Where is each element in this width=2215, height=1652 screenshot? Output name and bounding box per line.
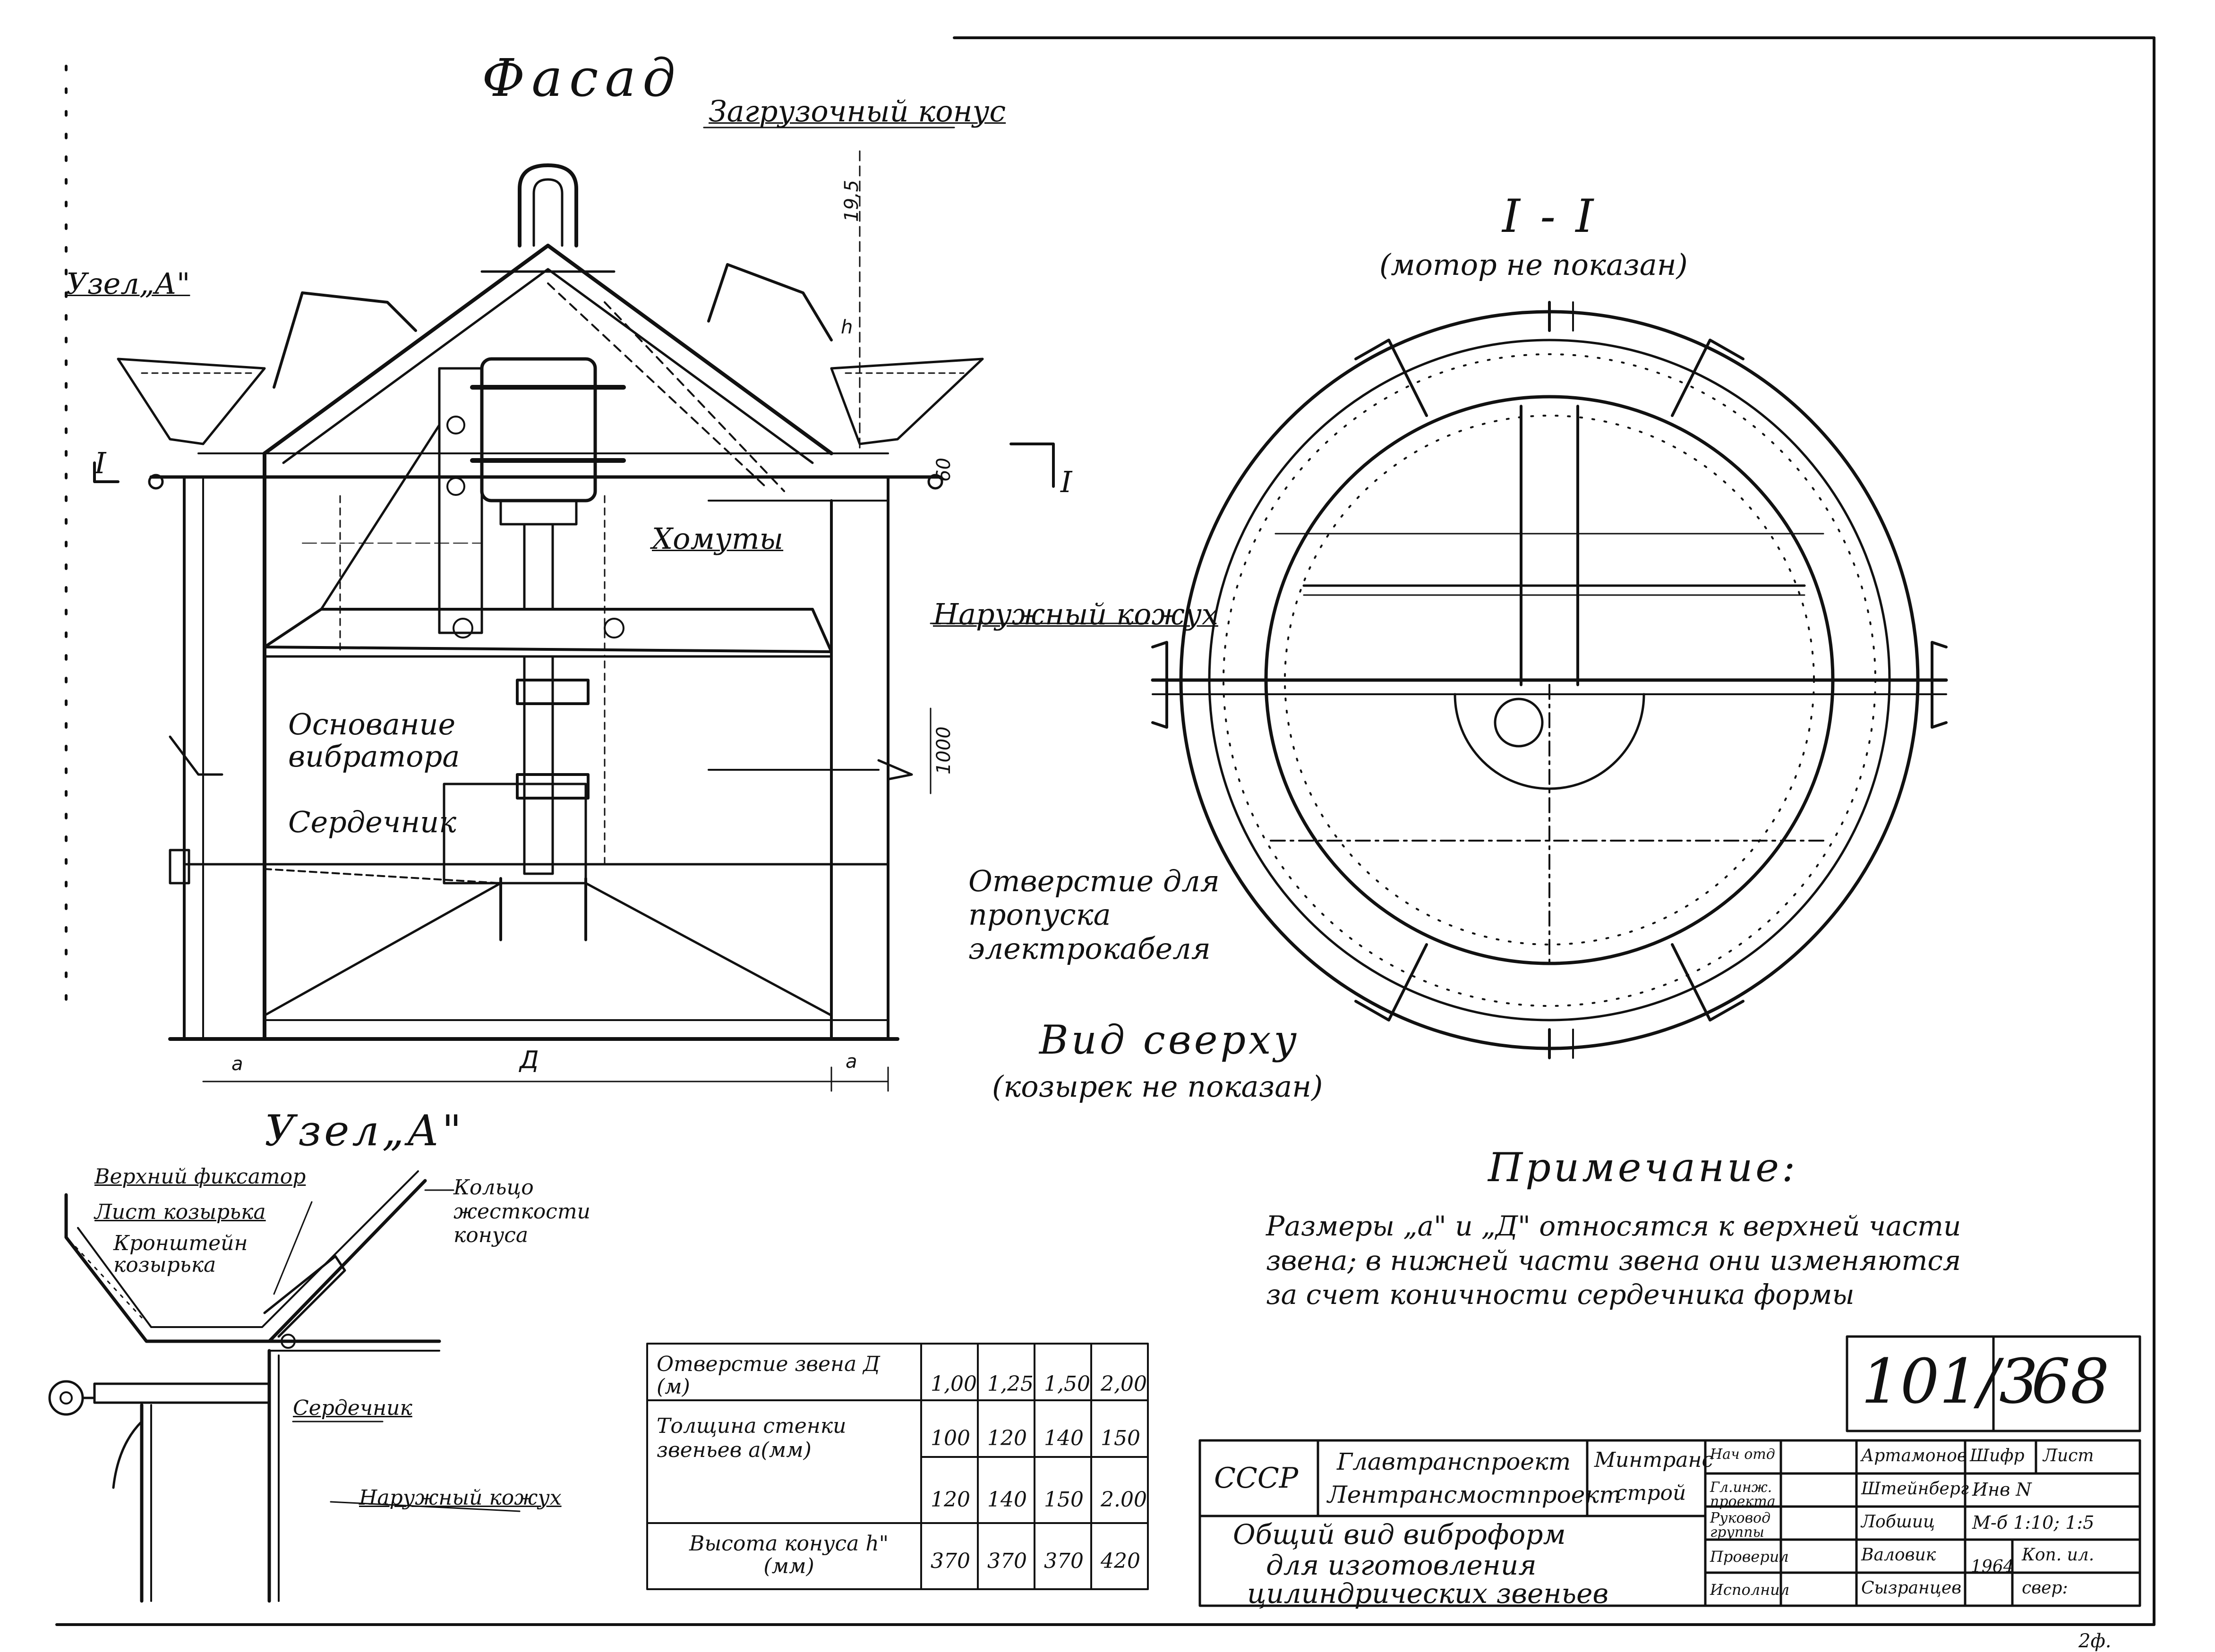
org-2: Лентрансмостпроект	[1327, 1481, 1622, 1508]
node-a-title: Узел„А"	[265, 1106, 464, 1156]
sheet-number: 68	[2031, 1345, 2110, 1417]
inv-label: Инв N	[1972, 1479, 2032, 1500]
title-block-grid	[1198, 1335, 2141, 1607]
org-1: Главтранспроект	[1337, 1448, 1571, 1475]
drawing-title-3: цилиндрических звеньев	[1247, 1577, 1609, 1609]
sheet-border	[55, 36, 2155, 1626]
param-row-label: Отверстие звена Д (м)	[657, 1352, 880, 1399]
param-cell: 370	[931, 1549, 970, 1573]
facade-title: Фасад	[482, 48, 682, 108]
param-row-label: Толщина стенки звеньев а(мм)	[657, 1414, 847, 1462]
dim-19-5: 19,5	[841, 179, 863, 222]
param-table-grid	[646, 1343, 1149, 1590]
node-a-ref-label: Узел„А"	[66, 266, 190, 301]
param-cell: 150	[1044, 1488, 1084, 1512]
section-mark-right: I	[1060, 465, 1072, 499]
node-a-stiff-ring: Кольцо жесткости конуса	[453, 1175, 590, 1248]
cipher-label: Шифр	[1970, 1446, 2025, 1465]
vibrator-base-label: Основание вибратора	[288, 707, 460, 774]
section-title: I - I	[1502, 190, 1597, 243]
dim-D: Д	[520, 1046, 539, 1074]
param-cell: 370	[987, 1549, 1027, 1573]
param-cell: 100	[931, 1426, 970, 1450]
param-cell: 140	[987, 1488, 1027, 1512]
checked-label: свер:	[2022, 1578, 2068, 1598]
section-mark-left: I	[94, 446, 106, 480]
ministry-1: Минтранс	[1594, 1448, 1714, 1472]
facade-drawing	[93, 127, 1149, 1092]
role-executed: Исполнил	[1710, 1581, 1790, 1599]
section-subtitle: (мотор не показан)	[1379, 247, 1688, 282]
dim-a-left: a	[231, 1053, 243, 1075]
param-cell: 120	[931, 1488, 970, 1512]
drawing-title-1: Общий вид виброформ	[1233, 1518, 1566, 1550]
name-4: Валовик	[1861, 1545, 1936, 1565]
param-cell: 1,50	[1044, 1372, 1090, 1396]
role-group: Руковод группы	[1710, 1510, 1771, 1541]
param-cell: 1,25	[987, 1372, 1034, 1396]
node-a-core: Сердечник	[293, 1396, 412, 1420]
name-1: Артамонов	[1861, 1446, 1967, 1465]
param-cell: 2,00	[1101, 1372, 1147, 1396]
sheet-label: Лист	[2043, 1446, 2094, 1465]
note-heading: Примечание:	[1488, 1144, 1798, 1191]
param-cell: 2.00	[1101, 1488, 1147, 1512]
node-a-visor-sheet: Лист козырька	[94, 1200, 266, 1224]
year-label: 1964	[1971, 1557, 2014, 1576]
dim-a-right: a	[846, 1051, 857, 1073]
param-row-label: Высота конуса h" (мм)	[689, 1532, 889, 1579]
name-2: Штейнберг	[1861, 1479, 1969, 1499]
top-view-title: Вид сверху	[1039, 1017, 1300, 1063]
core-label: Сердечник	[288, 805, 457, 839]
node-a-visor-bracket: Кронштейн козырька	[113, 1231, 248, 1277]
format-label: 2ф.	[2078, 1630, 2112, 1652]
country-label: СССР	[1214, 1462, 1299, 1495]
dim-60: 60	[933, 458, 955, 482]
node-a-top-fixer: Верхний фиксатор	[94, 1165, 306, 1189]
top-view-subtitle: (козырек не показан)	[992, 1069, 1323, 1104]
name-5: Сызранцев	[1861, 1578, 1962, 1598]
role-chief: Гл.инж. проекта	[1710, 1479, 1776, 1510]
param-cell: 420	[1101, 1549, 1140, 1573]
drawing-title-2: для изготовления	[1266, 1549, 1537, 1581]
ministry-2: строй	[1616, 1481, 1686, 1505]
param-cell: 120	[987, 1426, 1027, 1450]
project-number: 101/3	[1861, 1345, 2038, 1417]
param-table: Отверстие звена Д (м) 1,00 1,25 1,50 2,0…	[647, 1344, 1148, 1589]
dim-1000: 1000	[933, 726, 955, 775]
section-drawing	[1151, 301, 1948, 1059]
copy-label: Коп. ил.	[2022, 1545, 2095, 1565]
node-a-outer-casing: Наружный кожух	[359, 1486, 562, 1510]
note-text: Размеры „а" и „Д" относятся к верхней ча…	[1266, 1210, 1961, 1311]
param-cell: 140	[1044, 1426, 1084, 1450]
param-cell: 150	[1101, 1426, 1140, 1450]
clamps-label: Хомуты	[652, 521, 784, 556]
param-cell: 370	[1044, 1549, 1084, 1573]
outer-casing-label: Наружный кожух	[933, 597, 1218, 631]
cable-hole-label: Отверстие для пропуска электрокабеля	[968, 864, 1220, 966]
role-head: Нач отд	[1710, 1446, 1775, 1463]
dim-h: h	[841, 316, 853, 338]
scale-label: М-б 1:10; 1:5	[1972, 1512, 2095, 1533]
role-checked: Проверил	[1710, 1548, 1789, 1566]
loading-cone-label: Загрузочный конус	[709, 94, 1006, 128]
param-cell: 1,00	[931, 1372, 977, 1396]
node-a-drawing	[48, 1170, 521, 1603]
name-3: Лобшиц	[1861, 1512, 1935, 1532]
